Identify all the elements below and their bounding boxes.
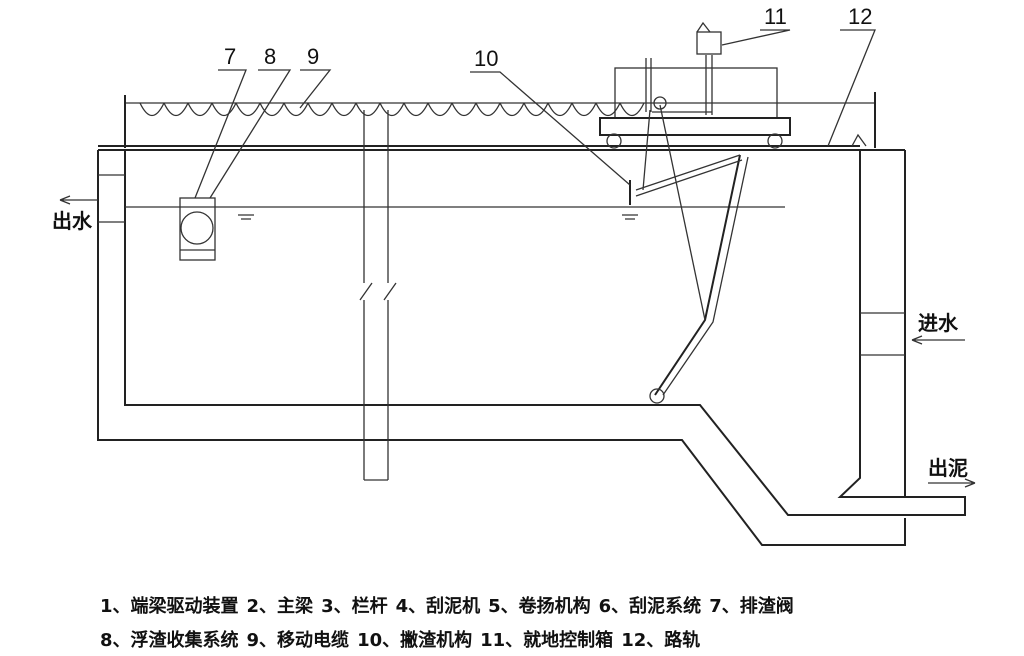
flow-arrows <box>59 195 976 488</box>
label-outlet-sludge: 出泥 <box>928 456 968 480</box>
legend-item: 10、撇渣机构 <box>357 630 473 651</box>
label-9: 9 <box>307 44 319 69</box>
legend-item: 3、栏杆 <box>321 596 388 617</box>
scum-collection-box <box>179 197 216 261</box>
legend-item: 8、浮渣收集系统 <box>100 630 239 651</box>
legend-line-1: 1、端梁驱动装置 2、主梁 3、栏杆 4、刮泥机 5、卷扬机构 6、刮泥系统 7、排渣阀 <box>100 592 802 618</box>
legend-item: 5、卷扬机构 <box>488 596 591 617</box>
label-8: 8 <box>264 44 276 69</box>
tank-structure <box>97 149 966 546</box>
label-10: 10 <box>474 46 498 71</box>
legend-item: 4、刮泥机 <box>395 596 481 617</box>
label-11: 11 <box>764 4 787 29</box>
scraper-bridge-trolley <box>599 21 791 149</box>
legend-line-2: 8、浮渣收集系统 9、移动电缆 10、撇渣机构 11、就地控制箱 12、路轨 <box>100 626 708 652</box>
scraper-arm <box>629 104 749 404</box>
legend-item: 6、刮泥系统 <box>598 596 702 617</box>
legend-item: 11、就地控制箱 <box>480 630 614 651</box>
legend-item: 7、排渣阀 <box>709 596 794 617</box>
legend-item: 1、端梁驱动装置 <box>100 596 239 617</box>
main-column <box>359 110 397 481</box>
cable-loops <box>139 102 645 117</box>
label-inlet-water: 进水 <box>918 311 959 335</box>
water-level-icon <box>238 214 638 220</box>
local-control-box <box>696 31 722 55</box>
legend-item: 9、移动电缆 <box>246 630 350 651</box>
rail <box>98 92 876 148</box>
label-12: 12 <box>848 4 872 29</box>
moving-cable <box>139 102 645 117</box>
legend-item: 12、路轨 <box>621 630 701 651</box>
label-7: 7 <box>224 44 236 69</box>
label-outlet-water: 出水 <box>52 209 93 233</box>
leader-lines <box>194 29 876 199</box>
legend-item: 2、主梁 <box>246 596 314 617</box>
